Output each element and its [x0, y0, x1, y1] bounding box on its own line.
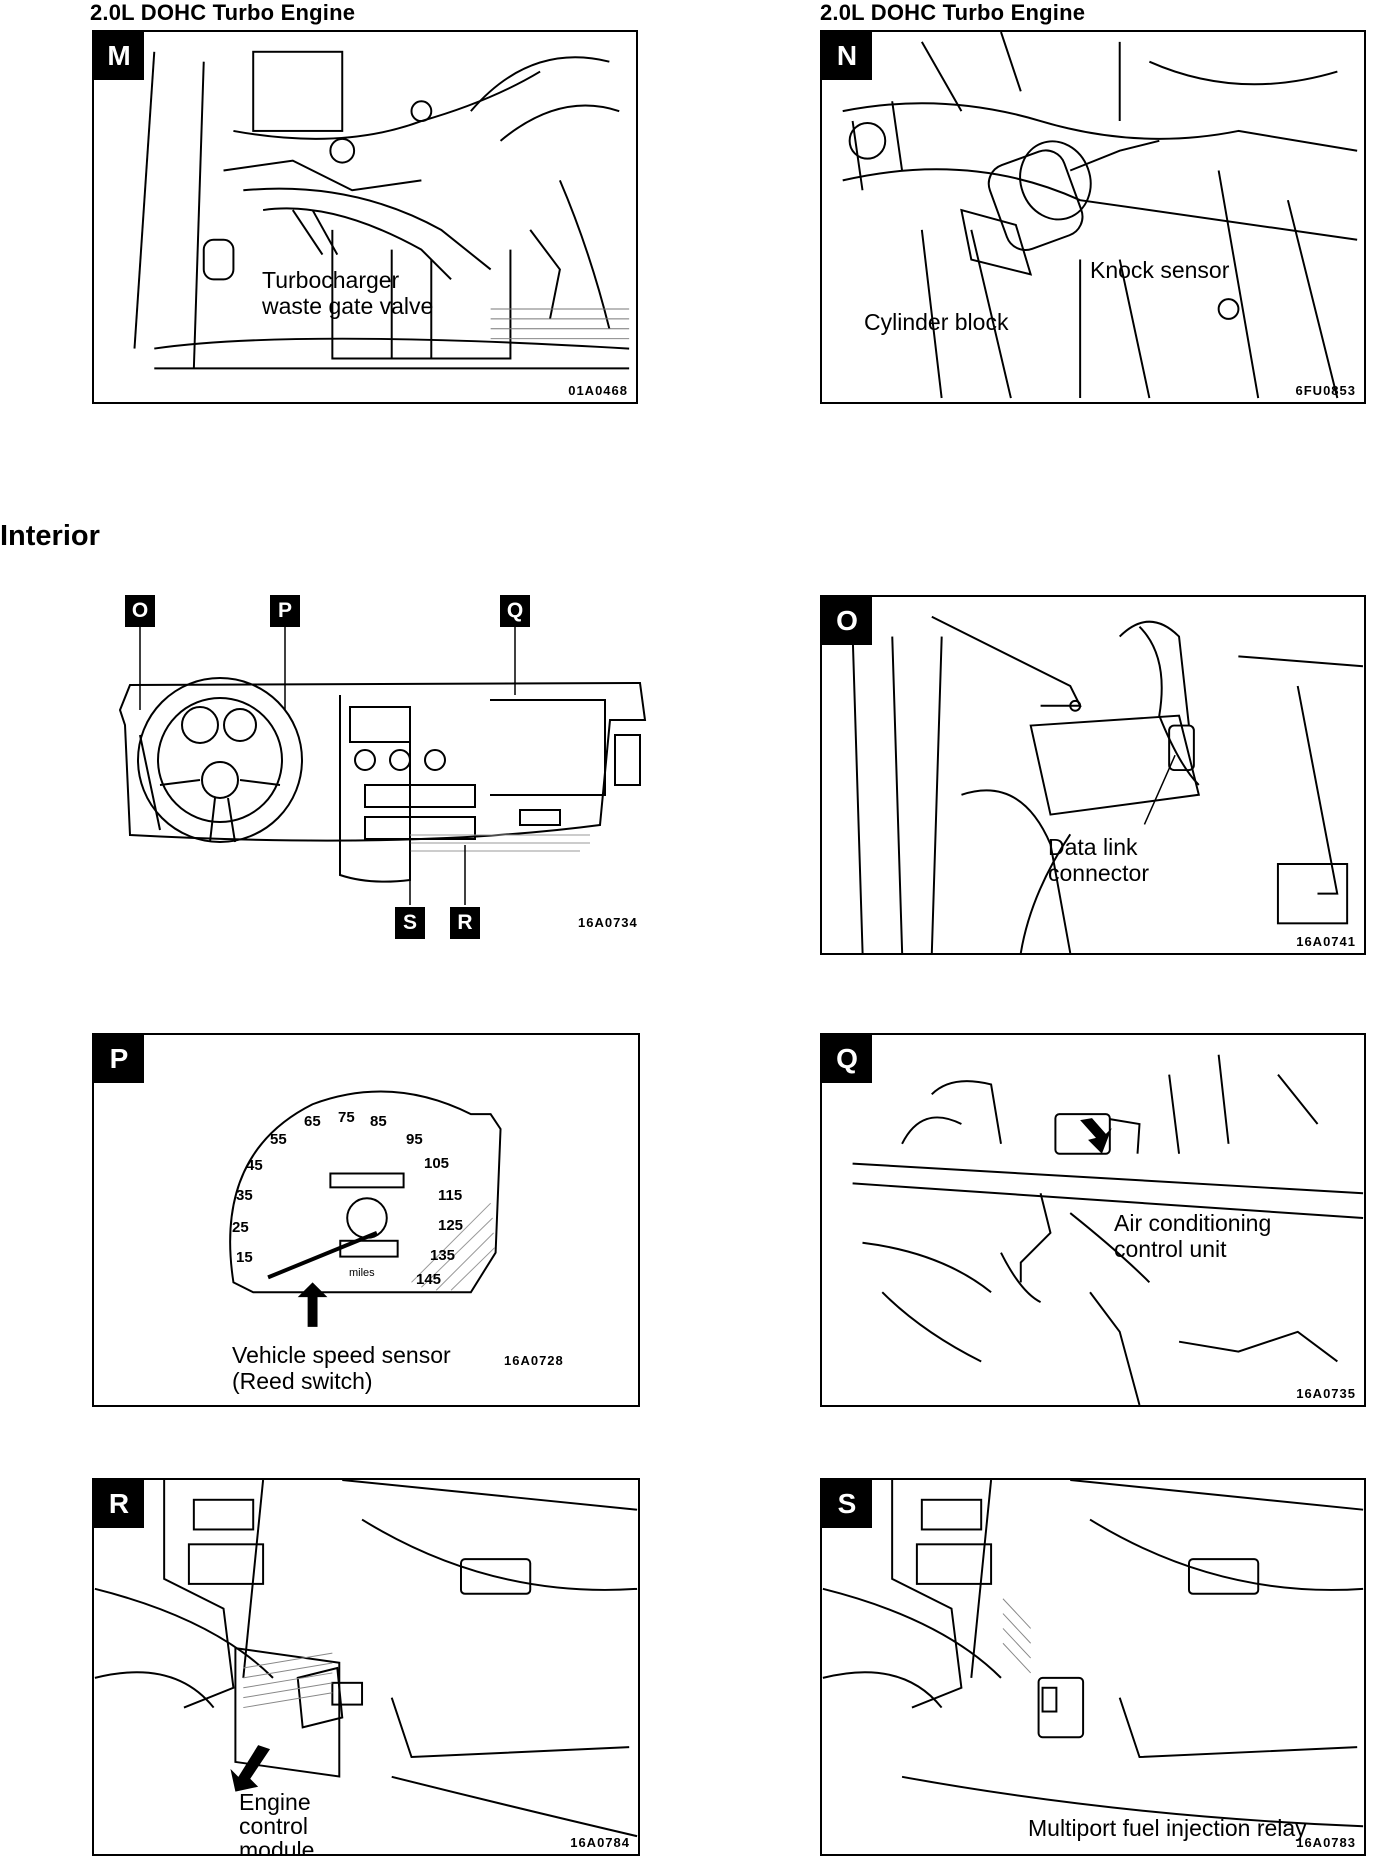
speedometer-illustration	[229, 1090, 502, 1327]
heading-engine-right: 2.0L DOHC Turbo Engine	[820, 0, 1086, 25]
label-waste-gate-valve: waste gate valve	[262, 293, 434, 319]
panel-letter-n: N	[822, 32, 872, 80]
label-module: module	[239, 1837, 315, 1856]
panel-r-ecm: R Engine control module 16A0784	[92, 1478, 640, 1856]
panel-letter-o: O	[822, 597, 872, 645]
label-engine: Engine	[239, 1789, 311, 1815]
label-reed-switch: (Reed switch)	[232, 1368, 373, 1394]
panel-p-speed-sensor: P 15 25 35 45 55 65 75 85 95 105 115 125…	[92, 1033, 640, 1407]
gauge-number: 55	[270, 1131, 287, 1148]
waste-gate-illustration	[133, 50, 630, 370]
heading-interior: Interior	[0, 520, 100, 552]
gauge-number: 65	[304, 1113, 321, 1130]
data-link-illustration	[851, 615, 1364, 953]
panel-m-waste-gate: M Turbocharger waste gate valve 01A0468	[92, 30, 638, 404]
callout-q: Q	[500, 595, 530, 627]
gauge-unit: miles	[349, 1267, 375, 1279]
figure-code: 16A0728	[504, 1353, 564, 1368]
label-connector: connector	[1048, 860, 1150, 886]
label-air-conditioning: Air conditioning	[1114, 1210, 1272, 1236]
dashboard-overview: O P Q S R 16A0734	[110, 595, 650, 940]
figure-code: 6FU0853	[1295, 383, 1356, 398]
gauge-number: 25	[232, 1219, 249, 1236]
ac-control-illustration	[852, 1054, 1364, 1405]
label-control-unit: control unit	[1114, 1236, 1227, 1262]
panel-letter-p: P	[94, 1035, 144, 1083]
gauge-number: 145	[416, 1271, 442, 1288]
gauge-number: 125	[438, 1217, 464, 1234]
gauge-number: 135	[430, 1247, 456, 1264]
label-knock-sensor: Knock sensor	[1090, 257, 1230, 283]
gauge-number: 35	[236, 1187, 253, 1204]
mfi-relay-illustration	[822, 1480, 1364, 1828]
callout-r: R	[450, 907, 480, 939]
callout-p: P	[270, 595, 300, 627]
panel-letter-s: S	[822, 1480, 872, 1528]
label-data-link: Data link	[1048, 834, 1138, 860]
panel-n-knock-sensor: N Knock sensor Cylinder block 6FU0853	[820, 30, 1366, 404]
label-control: control	[239, 1813, 309, 1839]
gauge-number: 95	[406, 1131, 423, 1148]
heading-engine-left: 2.0L DOHC Turbo Engine	[90, 0, 356, 25]
gauge-number: 105	[424, 1155, 450, 1172]
label-multiport-fuel-injection-relay: Multiport fuel injection relay	[1028, 1815, 1307, 1841]
gauge-number: 15	[236, 1249, 253, 1266]
figure-code: 01A0468	[568, 383, 628, 398]
panel-q-ac-control: Q Air conditioning control unit 16A0735	[820, 1033, 1366, 1407]
callout-o: O	[125, 595, 155, 627]
label-turbocharger: Turbocharger	[262, 267, 400, 293]
gauge-number: 75	[338, 1109, 355, 1126]
panel-letter-m: M	[94, 32, 144, 80]
label-vehicle-speed-sensor: Vehicle speed sensor	[232, 1342, 451, 1368]
engine-control-module-illustration	[94, 1480, 638, 1838]
dashboard-illustration	[118, 615, 647, 905]
callout-s: S	[395, 907, 425, 939]
gauge-number: 85	[370, 1113, 387, 1130]
knock-sensor-illustration	[842, 32, 1358, 399]
figure-code: 16A0783	[1296, 1835, 1356, 1850]
panel-s-mfi-relay: S Multiport fuel injection relay 16A0783	[820, 1478, 1366, 1856]
label-cylinder-block: Cylinder block	[864, 309, 1009, 335]
gauge-number: 115	[438, 1187, 463, 1204]
figure-code: 16A0784	[570, 1835, 630, 1850]
figure-code: 16A0734	[578, 915, 638, 930]
gauge-number: 45	[246, 1157, 263, 1174]
panel-o-data-link: O Data link connector 16A0741	[820, 595, 1366, 955]
panel-letter-r: R	[94, 1480, 144, 1528]
panel-letter-q: Q	[822, 1035, 872, 1083]
figure-code: 16A0741	[1296, 934, 1356, 949]
figure-code: 16A0735	[1296, 1386, 1356, 1401]
